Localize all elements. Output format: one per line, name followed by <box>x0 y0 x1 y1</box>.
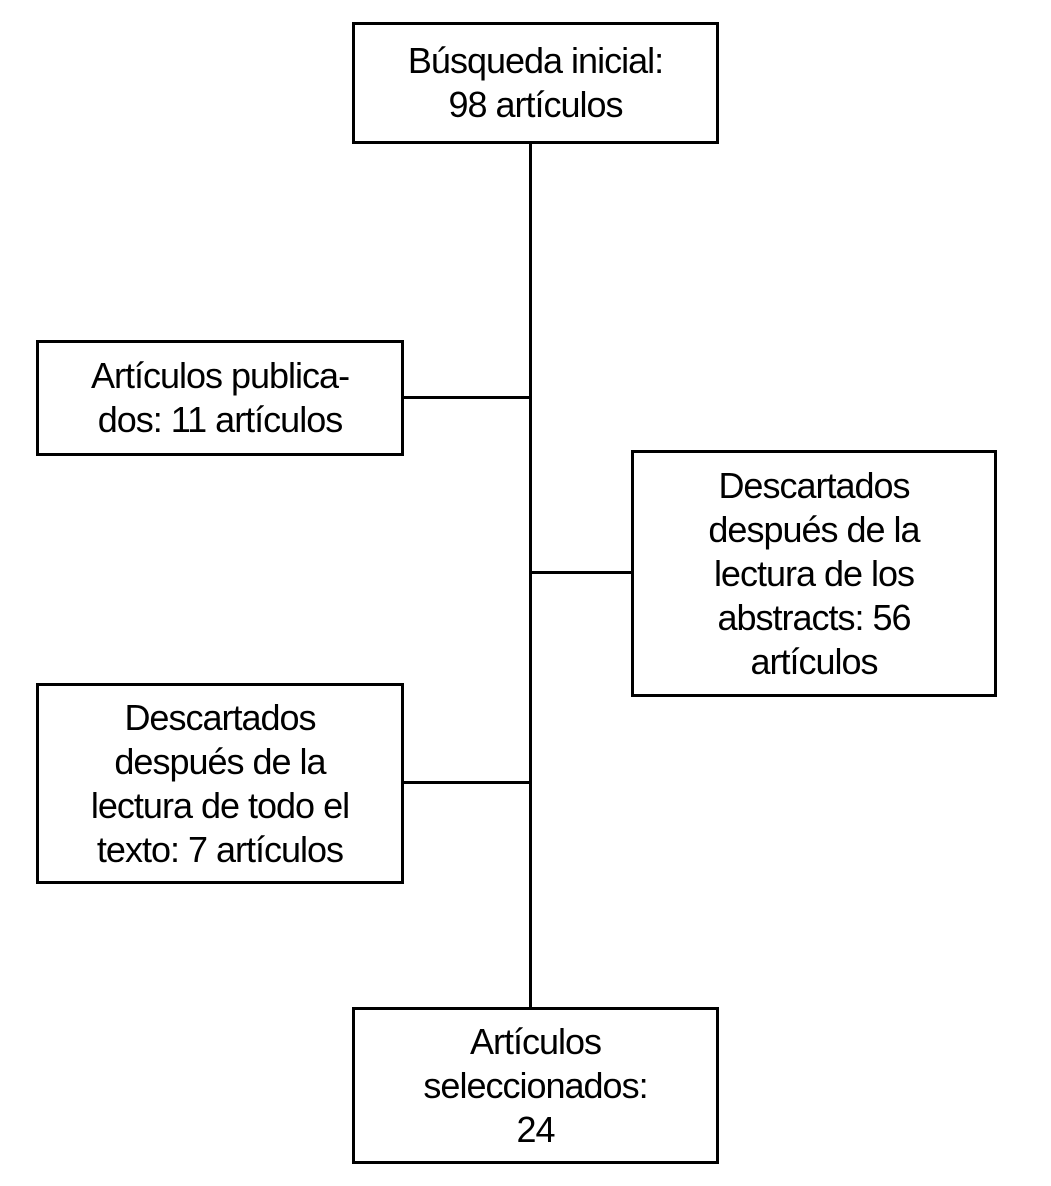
discarded-after-full-text-box: Descartados después de la lectura de tod… <box>36 683 404 884</box>
selected-articles-text: Artículos seleccionados: 24 <box>423 1020 648 1150</box>
connector-fulltext-branch-line <box>400 781 532 784</box>
connector-published-branch-line <box>400 396 532 399</box>
initial-search-box: Búsqueda inicial: 98 artículos <box>352 22 719 144</box>
published-articles-text: Artículos publica- dos: 11 artículos <box>90 355 350 440</box>
connector-main-vertical-line <box>529 140 532 1010</box>
discarded-after-full-text-text: Descartados después de la lectura de tod… <box>90 696 350 870</box>
discarded-after-abstracts-box: Descartados después de la lectura de los… <box>631 450 997 697</box>
published-articles-box: Artículos publica- dos: 11 artículos <box>36 340 404 456</box>
connector-abstracts-branch-line <box>529 571 634 574</box>
initial-search-text: Búsqueda inicial: 98 artículos <box>407 40 664 125</box>
discarded-after-abstracts-text: Descartados después de la lectura de los… <box>708 464 920 682</box>
selected-articles-box: Artículos seleccionados: 24 <box>352 1007 719 1164</box>
